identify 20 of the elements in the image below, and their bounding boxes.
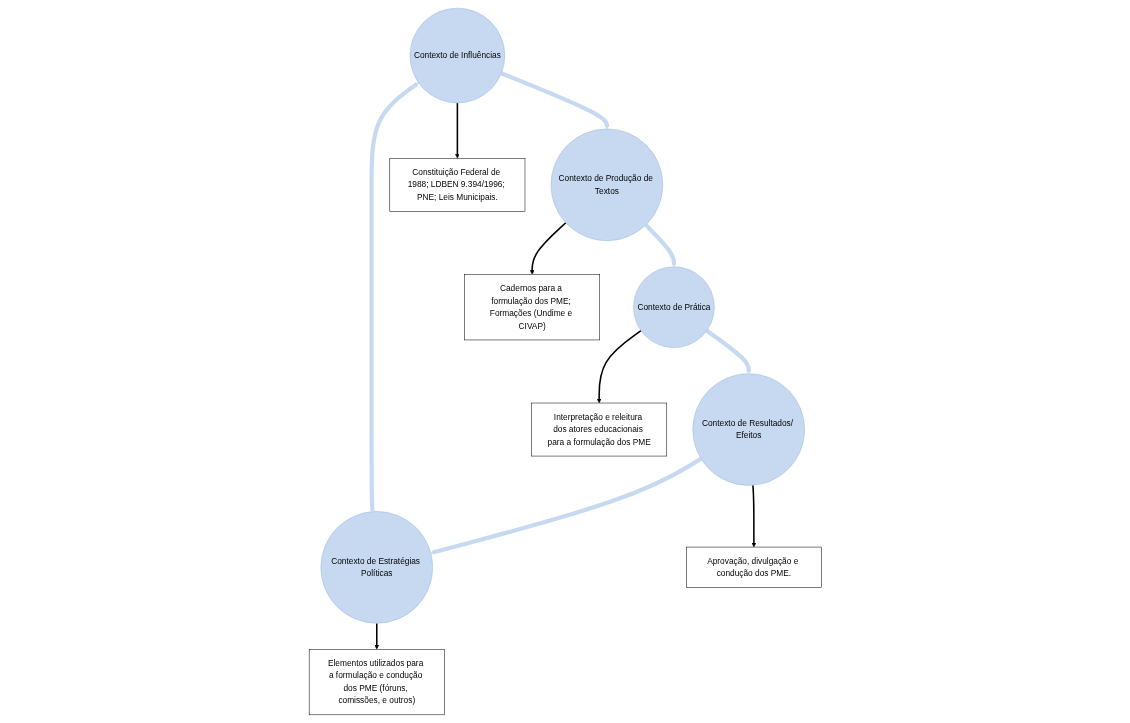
node-box: Elementos utilizados para a formulação e condução dos PME (fóruns, comissões, e outros) <box>308 649 445 716</box>
arrow <box>454 102 460 159</box>
arrow <box>374 622 379 650</box>
arrow <box>751 484 756 548</box>
node-circle: Contexto de Estratégias Políticas <box>320 511 433 624</box>
node-circle: Contexto de Produção de Textos <box>550 128 663 241</box>
node-box: Interpretação e releitura dos atores educacionais para a formulação dos PME <box>530 402 667 457</box>
arrow <box>369 82 419 512</box>
arrow <box>529 221 567 275</box>
node-circle: Contexto de Resultados/ Efeitos <box>692 373 805 486</box>
node-circle: Contexto de Influências <box>409 7 505 104</box>
node-box: Constituição Federal de 1988; LDBEN 9.394/1996; PNE; Leis Municipais. <box>389 158 525 212</box>
arrow <box>430 457 702 555</box>
arrow <box>705 329 751 374</box>
node-circle: Contexto de Prática <box>632 266 715 348</box>
arrow <box>500 71 609 130</box>
node-box: Aprovação, divulgação e condução dos PME. <box>685 546 822 588</box>
node-box: Cadernos para a formulação dos PME; Formações (Undime e CIVAP) <box>463 274 600 341</box>
arrow <box>644 223 676 267</box>
arrow <box>596 329 642 404</box>
